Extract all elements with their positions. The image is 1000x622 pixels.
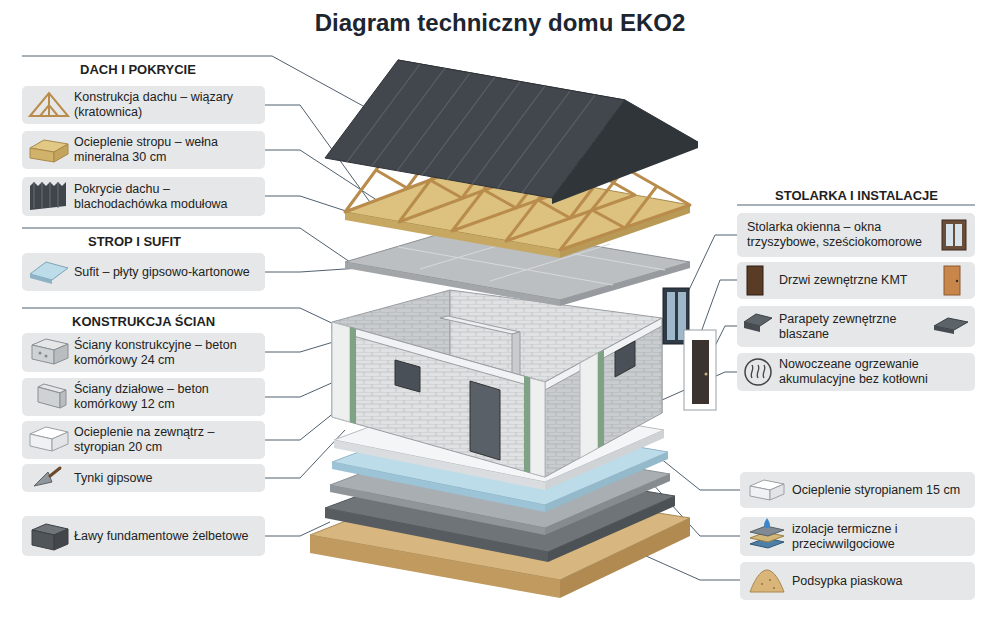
item-text: Drzwi zewnętrzne KMT [779, 273, 908, 288]
item-box: Parapety zewnętrzne blaszane [737, 306, 975, 347]
item-box: izolacje termiczne i przeciwwilgociowe [740, 517, 975, 556]
item-box: Konstrukcja dachu – wiązary (kratownica) [22, 86, 265, 124]
item-text: Ocieplenie stropu – wełna mineralna 30 c… [74, 135, 259, 165]
item-text: Sufit – płyty gipsowo-kartonowe [74, 265, 250, 280]
thin-block-icon [38, 384, 66, 408]
sand-icon [750, 570, 784, 592]
item-box: Ściany konstrukcyjne – beton komórkowy 2… [22, 333, 265, 372]
truss-icon [30, 93, 68, 116]
item-text: Parapety zewnętrzne blaszane [779, 312, 935, 342]
item-text: Ocieplenie na zewnątrz – styropian 20 cm [74, 425, 259, 455]
item-text: Konstrukcja dachu – wiązary (kratownica) [74, 90, 259, 120]
item-box: Ocieplenie na zewnątrz – styropian 20 cm [22, 421, 265, 459]
block-icon [32, 339, 68, 364]
board-icon [30, 262, 68, 284]
window-icon [942, 220, 966, 250]
item-box: Nowoczeane ogrzewanie akumulacyjne bez k… [737, 353, 975, 391]
item-box: Ocieplenie styropianem 15 cm [740, 472, 975, 508]
item-text: Pokrycie dachu – blachodachówka modułowa [74, 182, 259, 212]
item-text: Stolarka okienna – okna trzyszybowe, sze… [747, 220, 935, 250]
item-text: Ławy fundamentowe żelbetowe [74, 529, 248, 544]
item-text: Ściany działowe – beton komórkowy 12 cm [74, 382, 259, 412]
section-heading: KONSTRUKCJA ŚCIAN [72, 314, 215, 329]
foundation-icon [32, 524, 68, 550]
wool-icon [30, 140, 68, 162]
item-box: Ocieplenie stropu – wełna mineralna 30 c… [22, 131, 265, 169]
leader-lines [22, 56, 975, 580]
section-heading: DACH I POKRYCIE [80, 62, 196, 77]
insulation-icon [750, 518, 784, 548]
item-text: Tynki gipsowe [74, 471, 153, 486]
walls [332, 290, 662, 477]
item-box: Ławy fundamentowe żelbetowe [22, 516, 265, 556]
item-box: Drzwi zewnętrzne KMT [737, 262, 975, 299]
item-text: izolacje termiczne i przeciwwilgociowe [792, 522, 969, 552]
sill-icons [744, 314, 968, 334]
item-box: Tynki gipsowe [22, 464, 265, 492]
item-text: Ściany konstrukcyjne – beton komórkowy 2… [74, 338, 259, 368]
item-box: Stolarka okienna – okna trzyszybowe, sze… [737, 213, 975, 257]
window-and-door [663, 288, 716, 410]
item-text: Nowoczeane ogrzewanie akumulacyjne bez k… [779, 357, 967, 387]
roof [325, 60, 698, 204]
item-text: Podsypka piaskowa [792, 574, 902, 589]
item-box: Podsypka piaskowa [740, 562, 975, 600]
door-icons [747, 266, 960, 295]
section-heading: STOLARKA I INSTALACJE [775, 188, 938, 203]
sheet-icon [30, 182, 66, 210]
section-heading: STROP I SUFIT [88, 234, 181, 249]
polystyrene-small-icon [750, 480, 784, 500]
item-box: Sufit – płyty gipsowo-kartonowe [22, 253, 265, 291]
diagram-title: Diagram techniczny domu EKO2 [0, 9, 1000, 37]
item-text: Ocieplenie styropianem 15 cm [792, 483, 960, 498]
trowel-icon [34, 468, 60, 486]
heating-icon [745, 359, 771, 385]
polystyrene-icon [30, 427, 68, 451]
item-box: Ściany działowe – beton komórkowy 12 cm [22, 378, 265, 416]
item-box: Pokrycie dachu – blachodachówka modułowa [22, 177, 265, 216]
